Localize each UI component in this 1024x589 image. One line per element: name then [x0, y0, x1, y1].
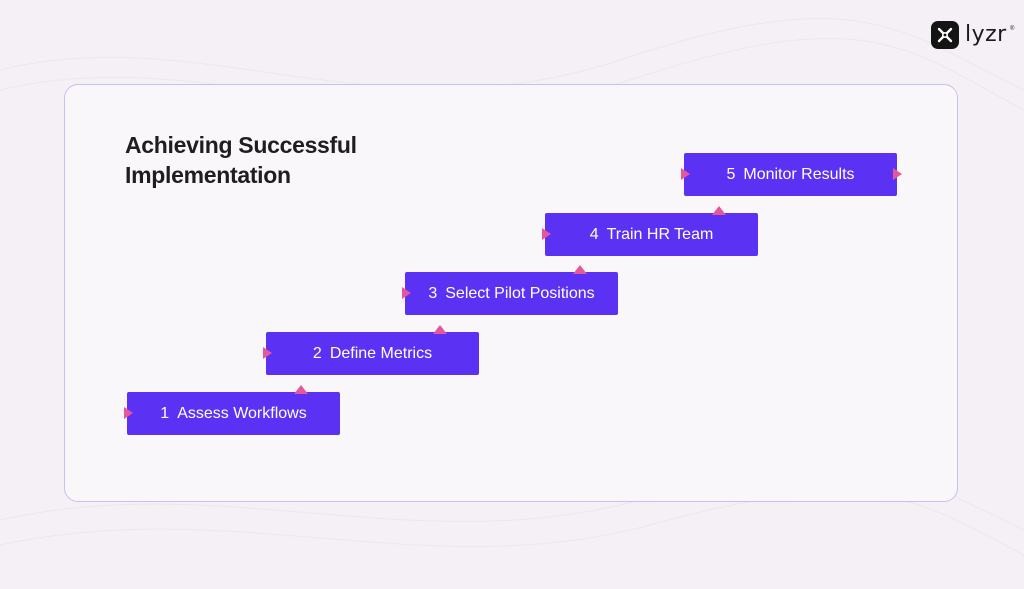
step-1-entry-arrow-icon: [124, 407, 133, 419]
step-number: 1: [160, 404, 170, 422]
step-2-entry-arrow-icon: [263, 347, 272, 359]
step-number: 2: [312, 344, 322, 362]
step-5-entry-arrow-icon: [681, 168, 690, 180]
step-label: Assess Workflows: [177, 404, 307, 422]
step-number: 5: [726, 165, 736, 183]
lyzr-logo-icon: [931, 21, 959, 49]
connector-1-2-arrow-icon: [294, 385, 308, 394]
brand-trademark: ®: [1010, 26, 1015, 32]
connector-3-4-arrow-icon: [573, 265, 587, 274]
step-2-box: 2 Define Metrics: [266, 332, 479, 375]
step-5-exit-arrow-icon: [893, 168, 902, 180]
step-4-entry-arrow-icon: [542, 228, 551, 240]
step-4-box: 4 Train HR Team: [545, 213, 758, 256]
step-number: 3: [428, 284, 438, 302]
connector-4-5-arrow-icon: [712, 206, 726, 215]
step-label: Select Pilot Positions: [445, 284, 595, 302]
page-title: Achieving Successful Implementation: [125, 132, 357, 188]
step-label: Monitor Results: [743, 165, 855, 183]
connector-2-3-arrow-icon: [433, 325, 447, 334]
step-3-entry-arrow-icon: [402, 287, 411, 299]
step-label: Train HR Team: [606, 225, 714, 243]
step-5-box: 5 Monitor Results: [684, 153, 897, 196]
step-number: 4: [589, 225, 599, 243]
step-1-box: 1 Assess Workflows: [127, 392, 340, 435]
brand-logo: lyzr: [931, 20, 1007, 50]
step-label: Define Metrics: [329, 344, 433, 362]
step-3-box: 3 Select Pilot Positions: [405, 272, 618, 315]
brand-name: lyzr: [965, 21, 1007, 47]
